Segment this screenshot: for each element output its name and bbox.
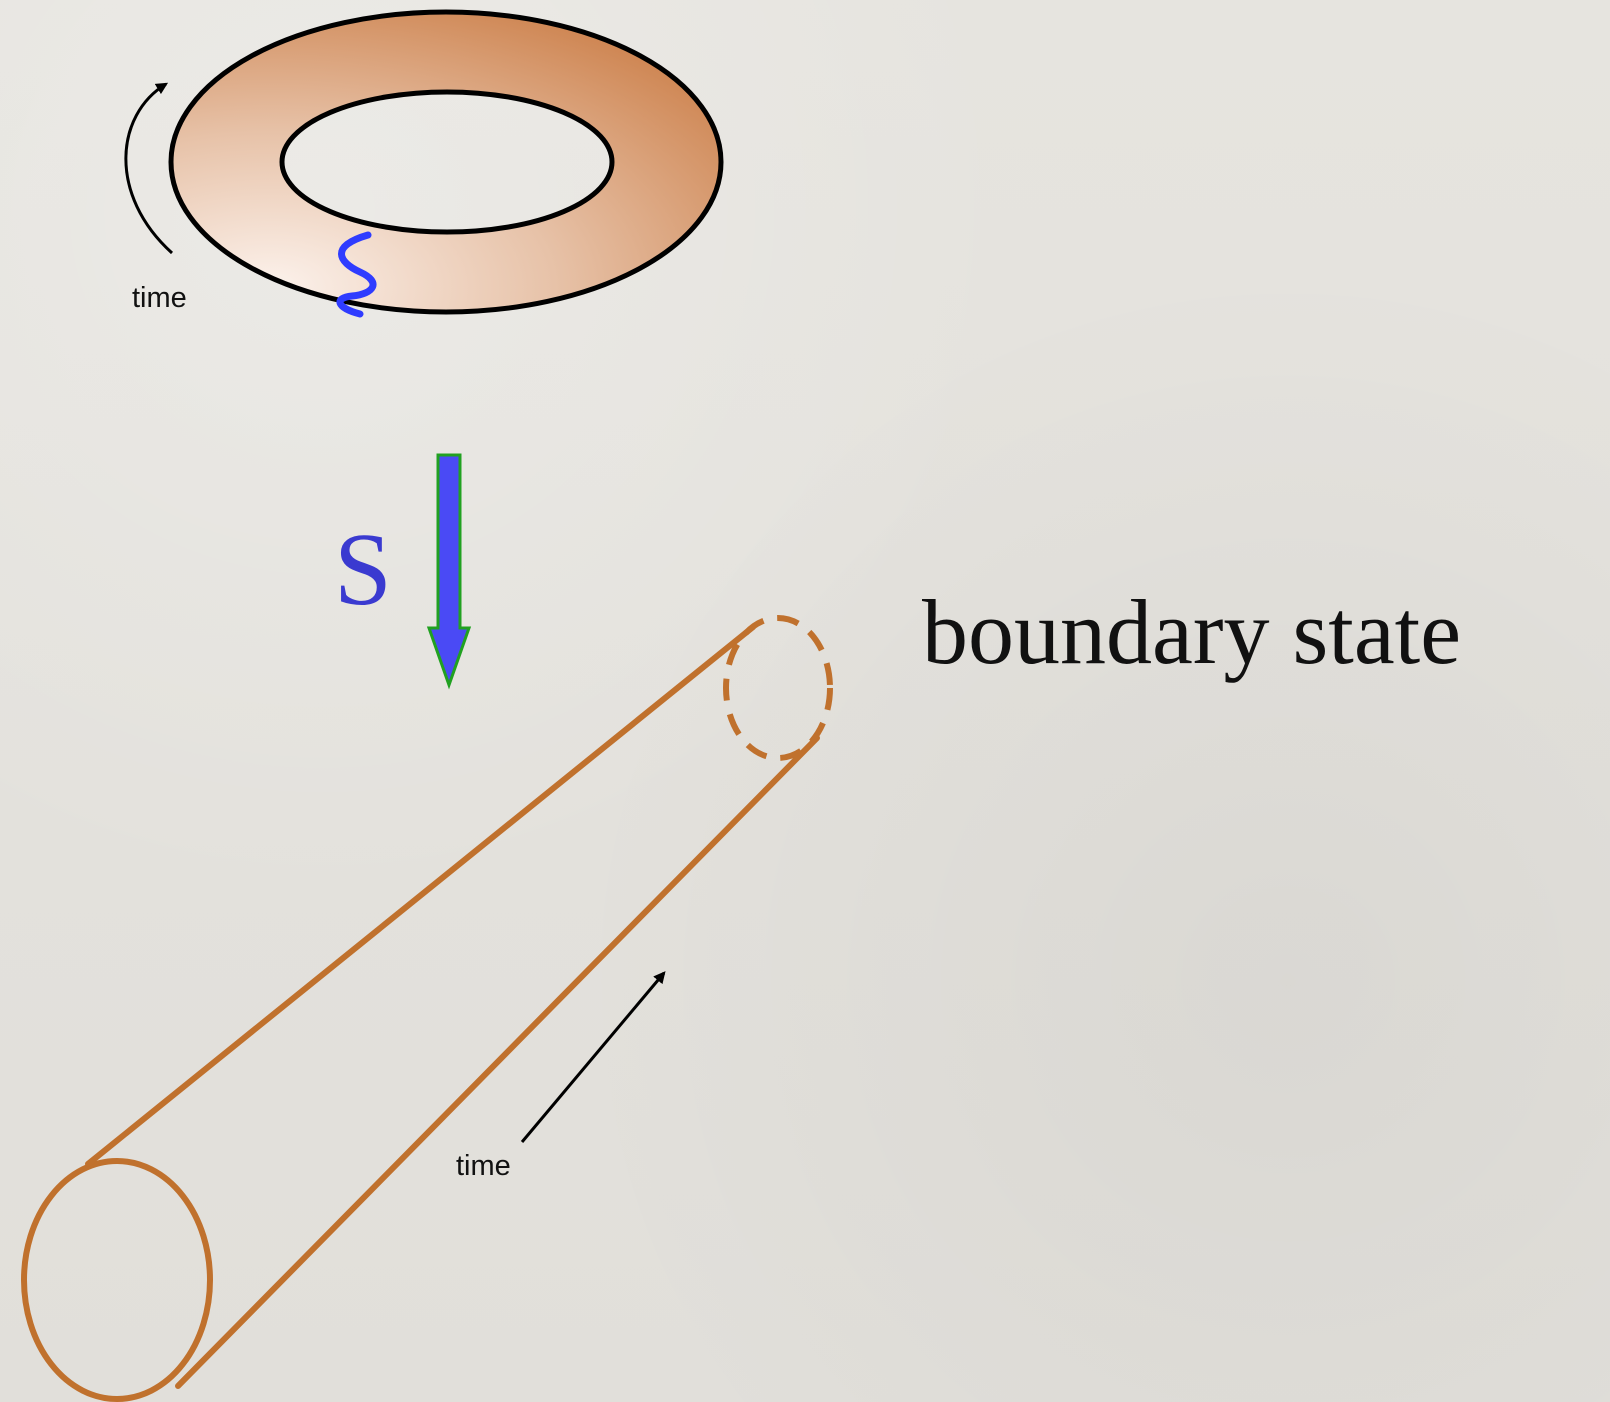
cylinder-bottom-edge xyxy=(175,735,820,1389)
cylinder-time-label: time xyxy=(456,1150,511,1182)
torus-time-label: time xyxy=(132,282,187,314)
cylinder-time-arrow-icon xyxy=(520,971,666,1143)
cylinder-top-edge xyxy=(85,624,756,1167)
wavy-string-icon xyxy=(336,231,377,318)
boundary-state-label: boundary state xyxy=(922,581,1461,683)
torus-body xyxy=(168,9,724,315)
torus-group: time xyxy=(124,9,724,318)
transform-label: S xyxy=(334,512,392,627)
transform-arrow-group: S xyxy=(334,453,472,690)
torus-time-arrow-icon xyxy=(124,82,174,255)
down-arrow-icon xyxy=(426,453,472,690)
boundary-state-circle xyxy=(723,615,833,761)
cylinder-bottom-boundary xyxy=(21,1158,213,1402)
cylinder-group: time xyxy=(21,615,833,1402)
